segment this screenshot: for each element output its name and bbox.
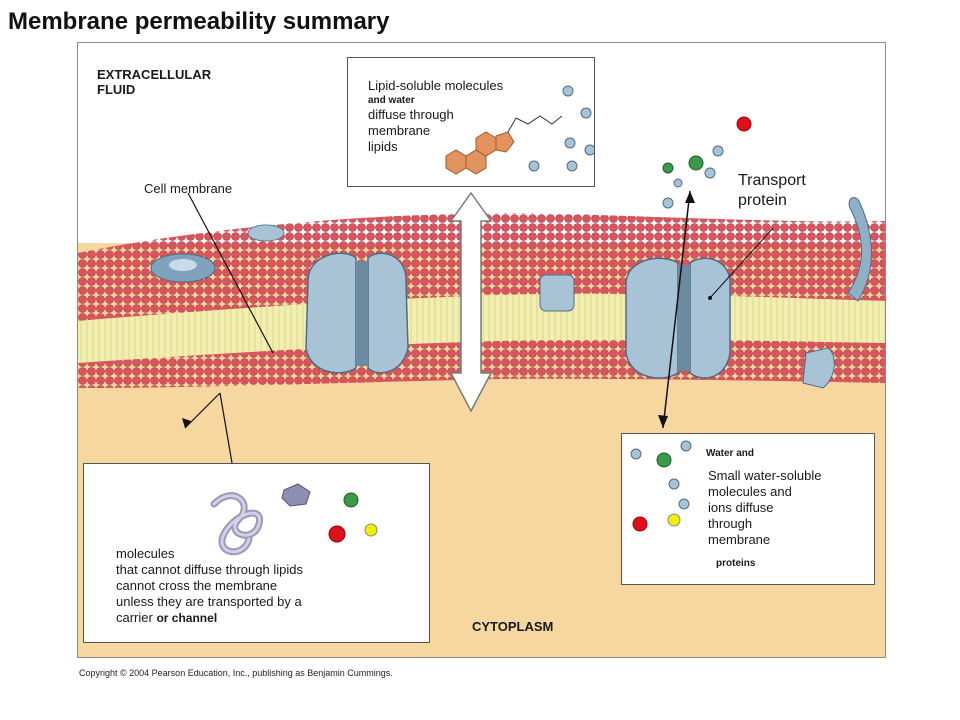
surface-protein-top — [247, 224, 285, 242]
top-box-line1: Lipid-soluble molecules — [368, 78, 504, 93]
top-box-line3: diffuse through — [368, 107, 454, 122]
left-box-line4: unless they are transported by a — [116, 594, 302, 609]
right-box-line3: ions diffuse — [708, 500, 774, 515]
top-box-line4: membrane — [368, 123, 431, 138]
channel-protein-1 — [305, 252, 409, 374]
left-box-line5b: or channel — [156, 611, 218, 625]
receptor-inner — [802, 347, 835, 389]
cytoplasm-label: CYTOPLASM — [472, 619, 554, 634]
right-box-line4: through — [708, 516, 753, 531]
large-molecules-art — [210, 483, 378, 556]
transport-line2: protein — [738, 192, 787, 209]
extracellular-line1: EXTRACELLULAR — [97, 67, 212, 82]
top-box-line2: and water — [368, 95, 415, 106]
copyright-text: Copyright © 2004 Pearson Education, Inc.… — [79, 668, 393, 678]
extracellular-label: EXTRACELLULAR FLUID — [97, 67, 211, 97]
page-title: Membrane permeability summary — [8, 8, 390, 35]
lipid-soluble-box: Lipid-soluble molecules and water diffus… — [347, 57, 595, 187]
receptor-tail — [847, 197, 872, 302]
embedded-protein-small — [539, 274, 575, 312]
extracellular-line2: FLUID — [97, 82, 136, 97]
small-molecules-art — [630, 440, 692, 532]
non-diffusing-box: molecules that cannot diffuse through li… — [83, 463, 430, 643]
transport-protein-label: Transport protein — [738, 171, 806, 211]
molecule-green-top — [688, 155, 704, 171]
transport-line1: Transport — [738, 172, 806, 189]
right-box-line2: molecules and — [708, 484, 792, 499]
left-box-line5: carrier — [116, 610, 153, 625]
ion-red-top — [736, 116, 752, 132]
right-box-line1: Small water-soluble — [708, 468, 822, 483]
left-box-line1: molecules — [116, 546, 175, 561]
right-box-line0: Water and — [706, 448, 754, 459]
membrane-diagram: EXTRACELLULAR FLUID Cell membrane Transp… — [77, 42, 886, 658]
transport-protein — [625, 257, 731, 379]
right-box-line6: proteins — [716, 558, 756, 569]
right-box-line5: membrane — [708, 532, 771, 547]
left-box-line3: cannot cross the membrane — [116, 578, 278, 593]
top-box-line5: lipids — [368, 139, 398, 154]
left-box-line2: that cannot diffuse through lipids — [116, 562, 303, 577]
double-arrow — [449, 191, 493, 413]
steroid-molecule-art — [445, 85, 594, 175]
water-soluble-box: Water and Small water-soluble molecules … — [621, 433, 875, 585]
cell-membrane-label: Cell membrane — [144, 181, 233, 196]
